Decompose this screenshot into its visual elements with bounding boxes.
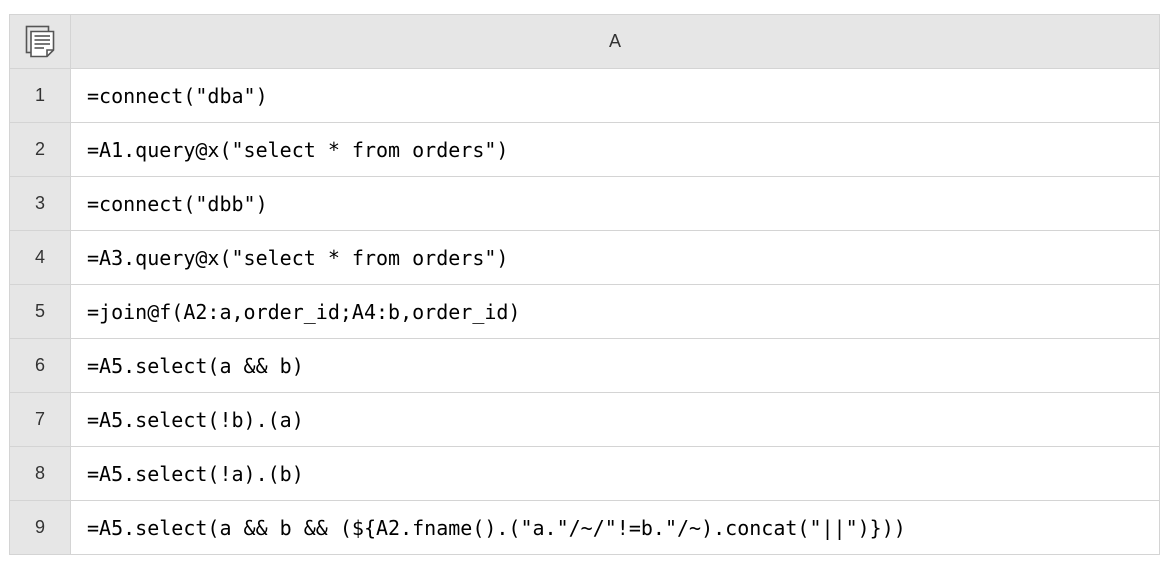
cell-a6[interactable]: =A5.select(a && b) bbox=[71, 339, 1160, 393]
row-header-9[interactable]: 9 bbox=[10, 501, 71, 555]
select-all-corner[interactable] bbox=[10, 15, 71, 69]
row-header-5[interactable]: 5 bbox=[10, 285, 71, 339]
grid-row-9: 9 =A5.select(a && b && (${A2.fname().("a… bbox=[10, 501, 1160, 555]
cell-a2[interactable]: =A1.query@x("select * from orders") bbox=[71, 123, 1160, 177]
cell-a3[interactable]: =connect("dbb") bbox=[71, 177, 1160, 231]
cell-a9[interactable]: =A5.select(a && b && (${A2.fname().("a."… bbox=[71, 501, 1160, 555]
row-header-2[interactable]: 2 bbox=[10, 123, 71, 177]
grid-row-6: 6 =A5.select(a && b) bbox=[10, 339, 1160, 393]
grid-row-7: 7 =A5.select(!b).(a) bbox=[10, 393, 1160, 447]
cell-a1[interactable]: =connect("dba") bbox=[71, 69, 1160, 123]
cell-a5[interactable]: =join@f(A2:a,order_id;A4:b,order_id) bbox=[71, 285, 1160, 339]
grid-row-8: 8 =A5.select(!a).(b) bbox=[10, 447, 1160, 501]
document-list-icon bbox=[25, 25, 55, 57]
cell-a7[interactable]: =A5.select(!b).(a) bbox=[71, 393, 1160, 447]
grid-row-2: 2 =A1.query@x("select * from orders") bbox=[10, 123, 1160, 177]
grid-row-1: 1 =connect("dba") bbox=[10, 69, 1160, 123]
grid-row-3: 3 =connect("dbb") bbox=[10, 177, 1160, 231]
row-header-8[interactable]: 8 bbox=[10, 447, 71, 501]
spreadsheet-grid: A 1 =connect("dba") 2 =A1.query@x("selec… bbox=[9, 14, 1160, 555]
column-header-a[interactable]: A bbox=[71, 15, 1160, 69]
row-header-1[interactable]: 1 bbox=[10, 69, 71, 123]
row-header-6[interactable]: 6 bbox=[10, 339, 71, 393]
header-row: A bbox=[10, 15, 1160, 69]
cell-a8[interactable]: =A5.select(!a).(b) bbox=[71, 447, 1160, 501]
grid-row-4: 4 =A3.query@x("select * from orders") bbox=[10, 231, 1160, 285]
grid-row-5: 5 =join@f(A2:a,order_id;A4:b,order_id) bbox=[10, 285, 1160, 339]
row-header-3[interactable]: 3 bbox=[10, 177, 71, 231]
cell-a4[interactable]: =A3.query@x("select * from orders") bbox=[71, 231, 1160, 285]
row-header-4[interactable]: 4 bbox=[10, 231, 71, 285]
row-header-7[interactable]: 7 bbox=[10, 393, 71, 447]
